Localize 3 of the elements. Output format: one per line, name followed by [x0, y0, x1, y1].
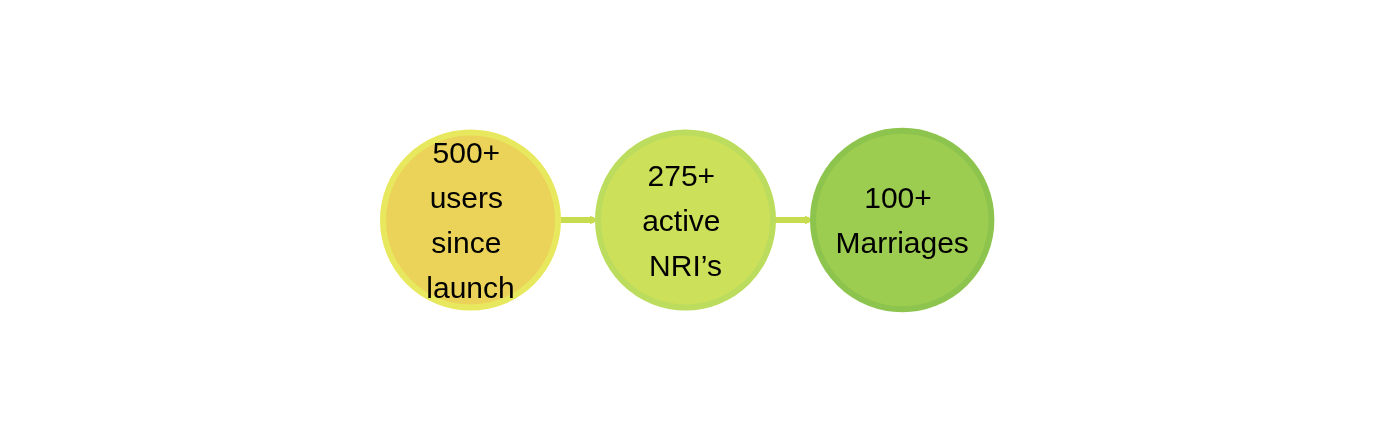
node-circle: 275+ active NRI’s	[594, 129, 776, 311]
node-circle: 500+ users since launch	[379, 129, 561, 311]
node-circle: 100+ Marriages	[809, 127, 995, 313]
